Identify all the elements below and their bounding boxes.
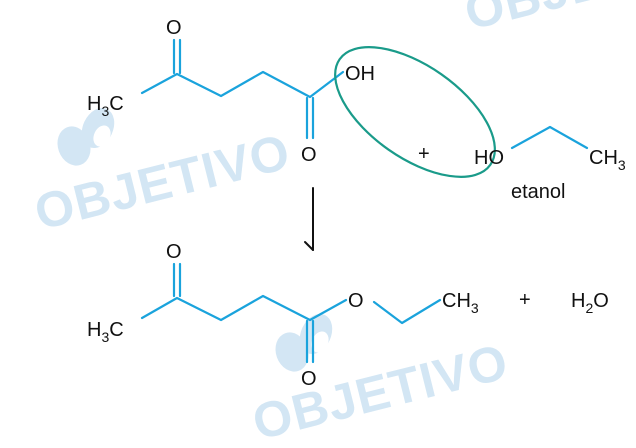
ester-ketone-oxygen: O [166,241,182,263]
plus-sign-products: + [519,289,531,311]
ethanol-hydroxyl-label: HO [474,147,504,169]
objetivo-logo-icon [275,313,333,372]
ester-oxygen-label: O [348,290,364,312]
reaction-arrow [304,187,314,251]
ethanol-name-label: etanol [511,181,566,203]
watermark-brand-text-partial: OBJETIVO [459,0,636,41]
ester-carbon-chain [140,294,348,322]
ethanol-methyl-label: CH3 [589,147,626,173]
watermark-bottom: OBJETIVO [247,313,514,448]
acid-hydroxyl-label: OH [345,63,375,85]
water-formation-highlight-ellipse [334,46,496,178]
ester-methyl-label: H3C [87,319,124,345]
acid-methyl-label: H3C [87,93,124,119]
ester-ethyl-chain [372,298,442,325]
ester-ethyl-methyl-label: CH3 [442,290,479,316]
product-ethyl-levulinate: O H3C O O CH3 [87,241,479,390]
acid-ketone-oxygen: O [166,17,182,39]
reactant-levulinic-acid: O H3C OH O [87,17,375,166]
water-formula-label: H2O [571,290,609,316]
ethanol-carbon-chain [510,125,589,150]
reactant-ethanol: HO CH3 etanol [474,125,626,203]
plus-sign-reactants: + [418,143,430,165]
acid-carbonyl-oxygen: O [301,144,317,166]
objetivo-logo-icon [57,107,115,166]
acid-carbon-chain [140,70,345,99]
watermark-top-left: OBJETIVO [29,107,296,241]
watermark-top-right: OBJETIVO [459,0,636,41]
ester-carbonyl-oxygen: O [301,368,317,390]
